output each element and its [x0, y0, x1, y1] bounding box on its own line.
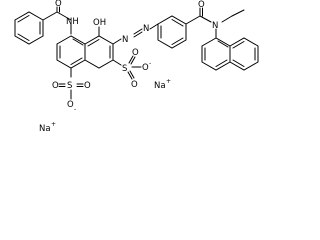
sodium-ion-2: Na: [39, 124, 51, 134]
atom-o-s1a: O: [52, 81, 59, 91]
chemical-structure-drawing: O NH OH N N O N S O O O - S O O O - Na +…: [14, 0, 259, 134]
structure-canvas: O NH OH N N O N S O O O - S O O O - Na +…: [0, 0, 271, 141]
atom-o-benzoyl: O: [55, 0, 62, 9]
atom-n-amide: N: [212, 21, 218, 31]
sodium-ion-2-charge: +: [51, 121, 56, 128]
atom-o-s2b: O: [131, 80, 138, 90]
atom-o-s1c: O: [67, 100, 74, 110]
benzoyl-phenyl-ring: [14, 11, 44, 45]
azo-linkage: [112, 23, 159, 45]
atom-nh: NH: [66, 17, 79, 27]
sulfonate-group-2: [112, 55, 142, 80]
ethyl-group: [221, 9, 245, 23]
sodium-ion-1-charge: +: [166, 78, 171, 85]
atom-s-2: S: [122, 64, 127, 74]
atom-s-1: S: [67, 81, 72, 91]
atom-n-azo-1: N: [122, 35, 128, 45]
benzoyl-carbonyl: [42, 6, 72, 21]
amide-carbonyl: [185, 7, 212, 25]
atom-o-amide: O: [198, 0, 205, 10]
sodium-ion-1: Na: [154, 81, 166, 91]
naphthalene-core: [56, 35, 114, 69]
charge-o-s1c: -: [74, 106, 76, 113]
atom-n-azo-2: N: [143, 24, 149, 34]
naphthyl-ring: [201, 37, 259, 71]
atom-o-s2a: O: [132, 48, 139, 58]
charge-o-s2c: -: [149, 60, 151, 67]
sulfonate-group-1: [58, 67, 84, 100]
phenylene-ring: [157, 15, 187, 49]
atom-oh: OH: [93, 18, 106, 28]
atom-o-s2c: O: [142, 63, 149, 73]
atom-o-s1b: O: [84, 81, 91, 91]
